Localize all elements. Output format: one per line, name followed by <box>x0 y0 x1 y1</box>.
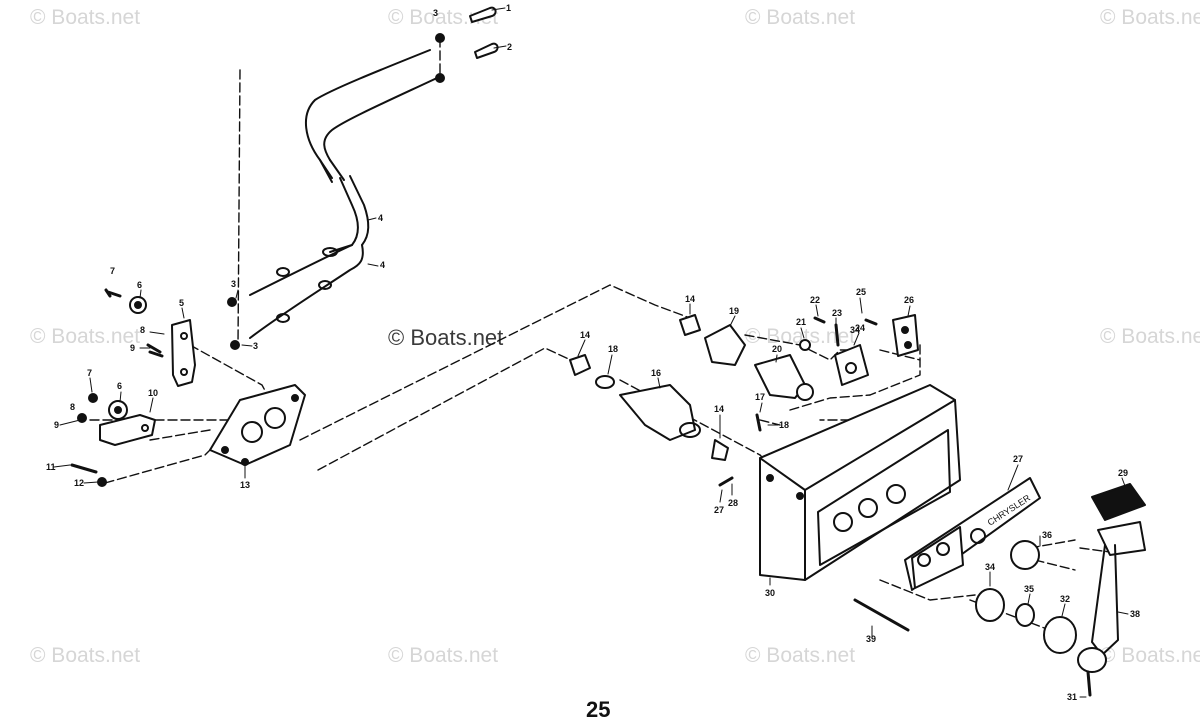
callout-2: 2 <box>507 42 512 52</box>
callout-4: 4 <box>378 213 383 223</box>
callout-6: 6 <box>137 280 142 290</box>
callout-5: 5 <box>179 298 184 308</box>
callout-8: 8 <box>140 325 145 335</box>
callout-38: 38 <box>1130 609 1140 619</box>
callout-16: 16 <box>651 368 661 378</box>
callout-34: 34 <box>985 562 995 572</box>
callout-27: 27 <box>714 505 724 515</box>
callout-1: 1 <box>506 3 511 13</box>
callout-30: 30 <box>765 588 775 598</box>
watermark: © Boats.net <box>1100 644 1200 667</box>
callout-3: 3 <box>433 8 438 18</box>
throttle-shift-cables <box>227 6 499 350</box>
callout-3b: 3 <box>231 279 236 289</box>
watermark-center: © Boats.net <box>388 325 504 350</box>
callout-10: 10 <box>148 388 158 398</box>
lever-bracket-parts <box>70 288 196 487</box>
watermark: © Boats.net <box>745 644 856 667</box>
callout-17: 17 <box>755 392 765 402</box>
callout-32: 32 <box>1060 594 1070 604</box>
callout-28: 28 <box>728 498 738 508</box>
callout-8b: 8 <box>70 402 75 412</box>
callout-9: 9 <box>130 343 135 353</box>
watermark: © Boats.net <box>1100 6 1200 29</box>
watermark: © Boats.net <box>30 325 141 348</box>
watermark: © Boats.net <box>388 644 499 667</box>
callout-36: 36 <box>1042 530 1052 540</box>
callout-25: 25 <box>856 287 866 297</box>
callout-35: 35 <box>1024 584 1034 594</box>
callout-20: 20 <box>772 344 782 354</box>
knob-parts <box>975 540 1077 654</box>
shaft-assembly <box>569 314 814 487</box>
callout-14b: 14 <box>580 330 590 340</box>
callout-14c: 14 <box>714 404 724 414</box>
callout-22: 22 <box>810 295 820 305</box>
callout-29: 29 <box>1118 468 1128 478</box>
watermark: © Boats.net <box>1100 325 1200 348</box>
callout-21: 21 <box>796 317 806 327</box>
callout-27b: 27 <box>1013 454 1023 464</box>
small-hardware <box>799 314 919 386</box>
callout-7b: 7 <box>87 368 92 378</box>
callout-39: 39 <box>866 634 876 644</box>
callout-11: 11 <box>46 462 56 472</box>
watermark: © Boats.net <box>30 644 141 667</box>
watermark: © Boats.net <box>388 6 499 29</box>
control-lever-handle <box>1077 483 1146 697</box>
callout-3c: 3 <box>253 341 258 351</box>
callout-18b: 18 <box>779 420 789 430</box>
callout-7: 7 <box>110 266 115 276</box>
callout-12: 12 <box>74 478 84 488</box>
watermark: © Boats.net <box>745 325 856 348</box>
callout-14: 14 <box>685 294 695 304</box>
callout-18: 18 <box>608 344 618 354</box>
callout-24: 24 <box>855 323 865 333</box>
callout-4b: 4 <box>380 260 385 270</box>
mounting-plate <box>209 384 306 466</box>
control-box-housing <box>759 384 961 632</box>
callout-23: 23 <box>832 308 842 318</box>
leader-lines <box>53 7 1129 698</box>
watermark: © Boats.net <box>30 6 141 29</box>
callout-19: 19 <box>729 306 739 316</box>
callout-26: 26 <box>904 295 914 305</box>
page-number: 25 <box>586 697 611 722</box>
callout-31: 31 <box>1067 692 1077 702</box>
callout-9b: 9 <box>54 420 59 430</box>
callout-34b: 34 <box>850 325 860 335</box>
callout-numbers: 1 2 3 4 4 3 3 5 6 7 8 9 7 6 10 8 9 11 12… <box>46 3 1140 702</box>
callout-6b: 6 <box>117 381 122 391</box>
watermark: © Boats.net <box>745 6 856 29</box>
callout-13: 13 <box>240 480 250 490</box>
